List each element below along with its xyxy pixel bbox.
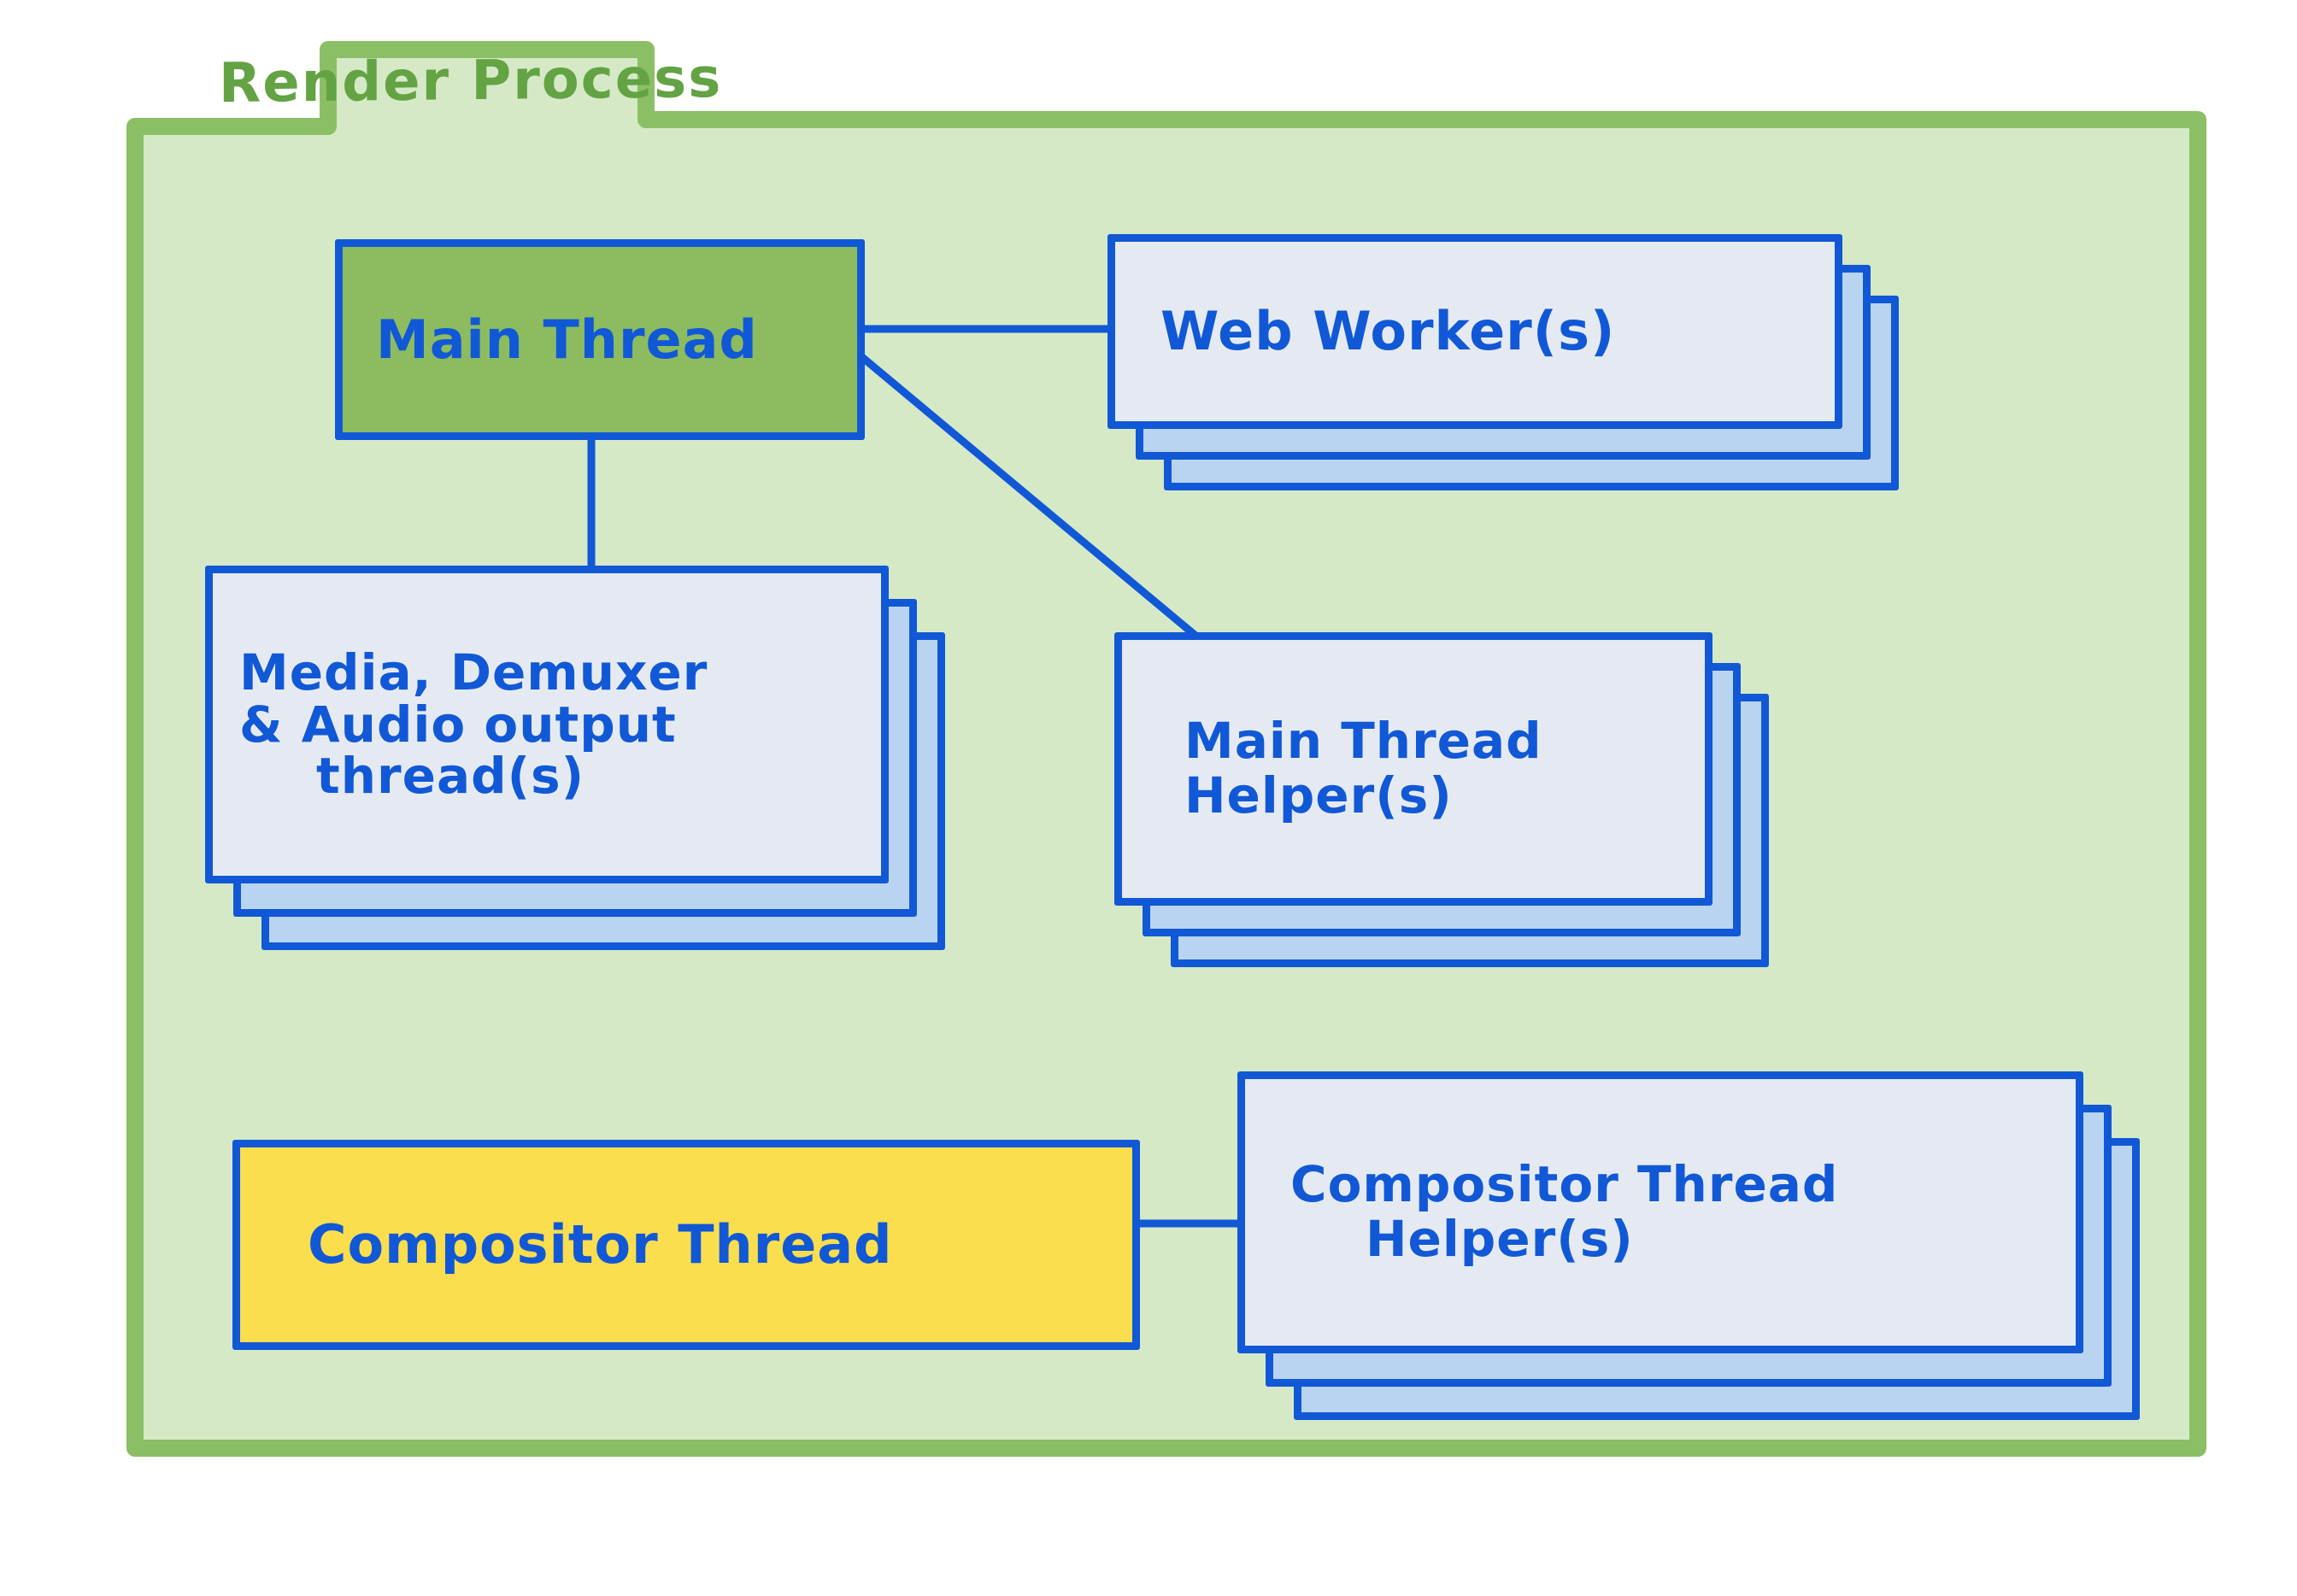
compositor-thread-card [232, 1140, 1140, 1350]
node-compositor-thread[interactable]: Compositor Thread [232, 1140, 1140, 1350]
compositor-helpers-card-front [1237, 1071, 2083, 1353]
node-media-demuxer-audio[interactable]: Media, Demuxer & Audio output thread(s) [205, 566, 974, 950]
main-thread-helpers-card-front [1114, 632, 1712, 906]
node-main-thread[interactable]: Main Thread [335, 239, 865, 440]
page-title: Render Process [219, 46, 723, 116]
node-main-thread-helpers[interactable]: Main Thread Helper(s) [1114, 632, 1798, 974]
web-workers-card-front [1107, 234, 1842, 429]
main-thread-card [335, 239, 865, 440]
node-compositor-thread-helpers[interactable]: Compositor Thread Helper(s) [1237, 1071, 2169, 1430]
media-threads-card-front [205, 566, 889, 883]
node-web-workers[interactable]: Web Worker(s) [1107, 234, 1928, 490]
